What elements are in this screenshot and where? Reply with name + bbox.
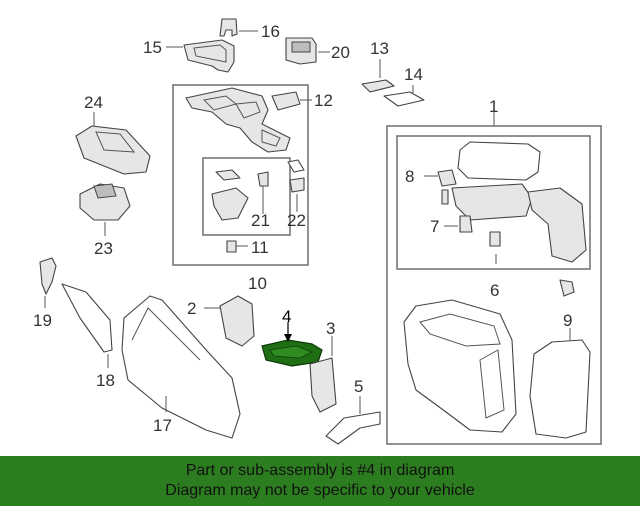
- banner-line-2: Diagram may not be specific to your vehi…: [165, 482, 475, 499]
- part-15-tray: [166, 39, 235, 73]
- group-box-6: [396, 135, 591, 270]
- callout-23: 23: [94, 239, 113, 258]
- part-2-bracket: [204, 295, 255, 347]
- callout-11: 11: [251, 238, 269, 257]
- callout-24: 24: [84, 93, 103, 112]
- callout-17: 17: [153, 416, 172, 435]
- callout-22: 22: [287, 211, 306, 230]
- parts-diagram: 1 2 3 4 5 6 7 8 9 10 11 12 13 14 15 16 1…: [33, 18, 602, 445]
- group-box-10: [172, 84, 309, 266]
- part-13-lid: [361, 59, 395, 93]
- callout-15: 15: [143, 38, 162, 57]
- callout-5: 5: [354, 377, 363, 396]
- callout-16: 16: [261, 22, 280, 41]
- part-10-panel: [185, 87, 291, 153]
- callout-19: 19: [33, 311, 52, 330]
- part-12-bezel: [271, 91, 312, 111]
- part-6-armrest: [424, 141, 587, 264]
- callout-1: 1: [489, 97, 498, 116]
- info-banner: Part or sub-assembly is #4 in diagram Di…: [0, 456, 640, 506]
- part-18-side-panel: [61, 283, 113, 368]
- part-14-mat: [383, 85, 425, 107]
- callout-20: 20: [331, 43, 350, 62]
- part-5-plate: [325, 396, 381, 445]
- callout-7: 7: [430, 217, 439, 236]
- callout-8: 8: [405, 167, 414, 186]
- part-4-bracket-highlighted[interactable]: [261, 322, 323, 367]
- part-9-cover: [529, 328, 591, 439]
- banner-line-1: Part or sub-assembly is #4 in diagram: [185, 462, 455, 479]
- callout-6: 6: [490, 281, 499, 300]
- part-3-bracket: [309, 336, 337, 413]
- callout-13: 13: [370, 39, 389, 58]
- callout-21: 21: [251, 211, 270, 230]
- callout-12: 12: [314, 91, 333, 110]
- part-23-shifter: [79, 183, 131, 236]
- callout-9: 9: [563, 311, 572, 330]
- part-11-items: [211, 159, 305, 253]
- callout-14: 14: [404, 65, 423, 84]
- group-box-11: [202, 157, 291, 236]
- part-17-side-panel: [121, 295, 241, 439]
- callout-3: 3: [326, 319, 335, 338]
- part-20-socket: [285, 37, 330, 65]
- part-1-console-body: [403, 110, 575, 433]
- callout-10: 10: [248, 274, 267, 293]
- part-16-clip: [219, 18, 258, 37]
- callout-18: 18: [96, 371, 115, 390]
- part-24-shift-bezel: [75, 112, 151, 175]
- part-19-bracket: [39, 257, 57, 308]
- callout-2: 2: [187, 299, 196, 318]
- callout-4[interactable]: 4: [282, 307, 291, 326]
